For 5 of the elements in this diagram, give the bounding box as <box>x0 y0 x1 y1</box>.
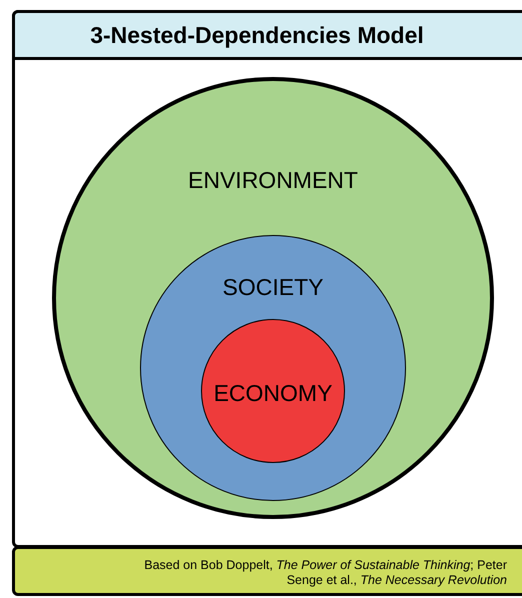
region-label: ENVIRONMENT <box>187 167 359 194</box>
region-label: SOCIETY <box>222 274 324 301</box>
region-label: ECONOMY <box>212 380 334 407</box>
title-banner: 3-Nested-Dependencies Model <box>12 10 522 60</box>
caption-banner: Based on Bob Doppelt, The Power of Sustainable Thinking; Peter Senge et al., The Necessary Revolution <box>12 546 522 596</box>
